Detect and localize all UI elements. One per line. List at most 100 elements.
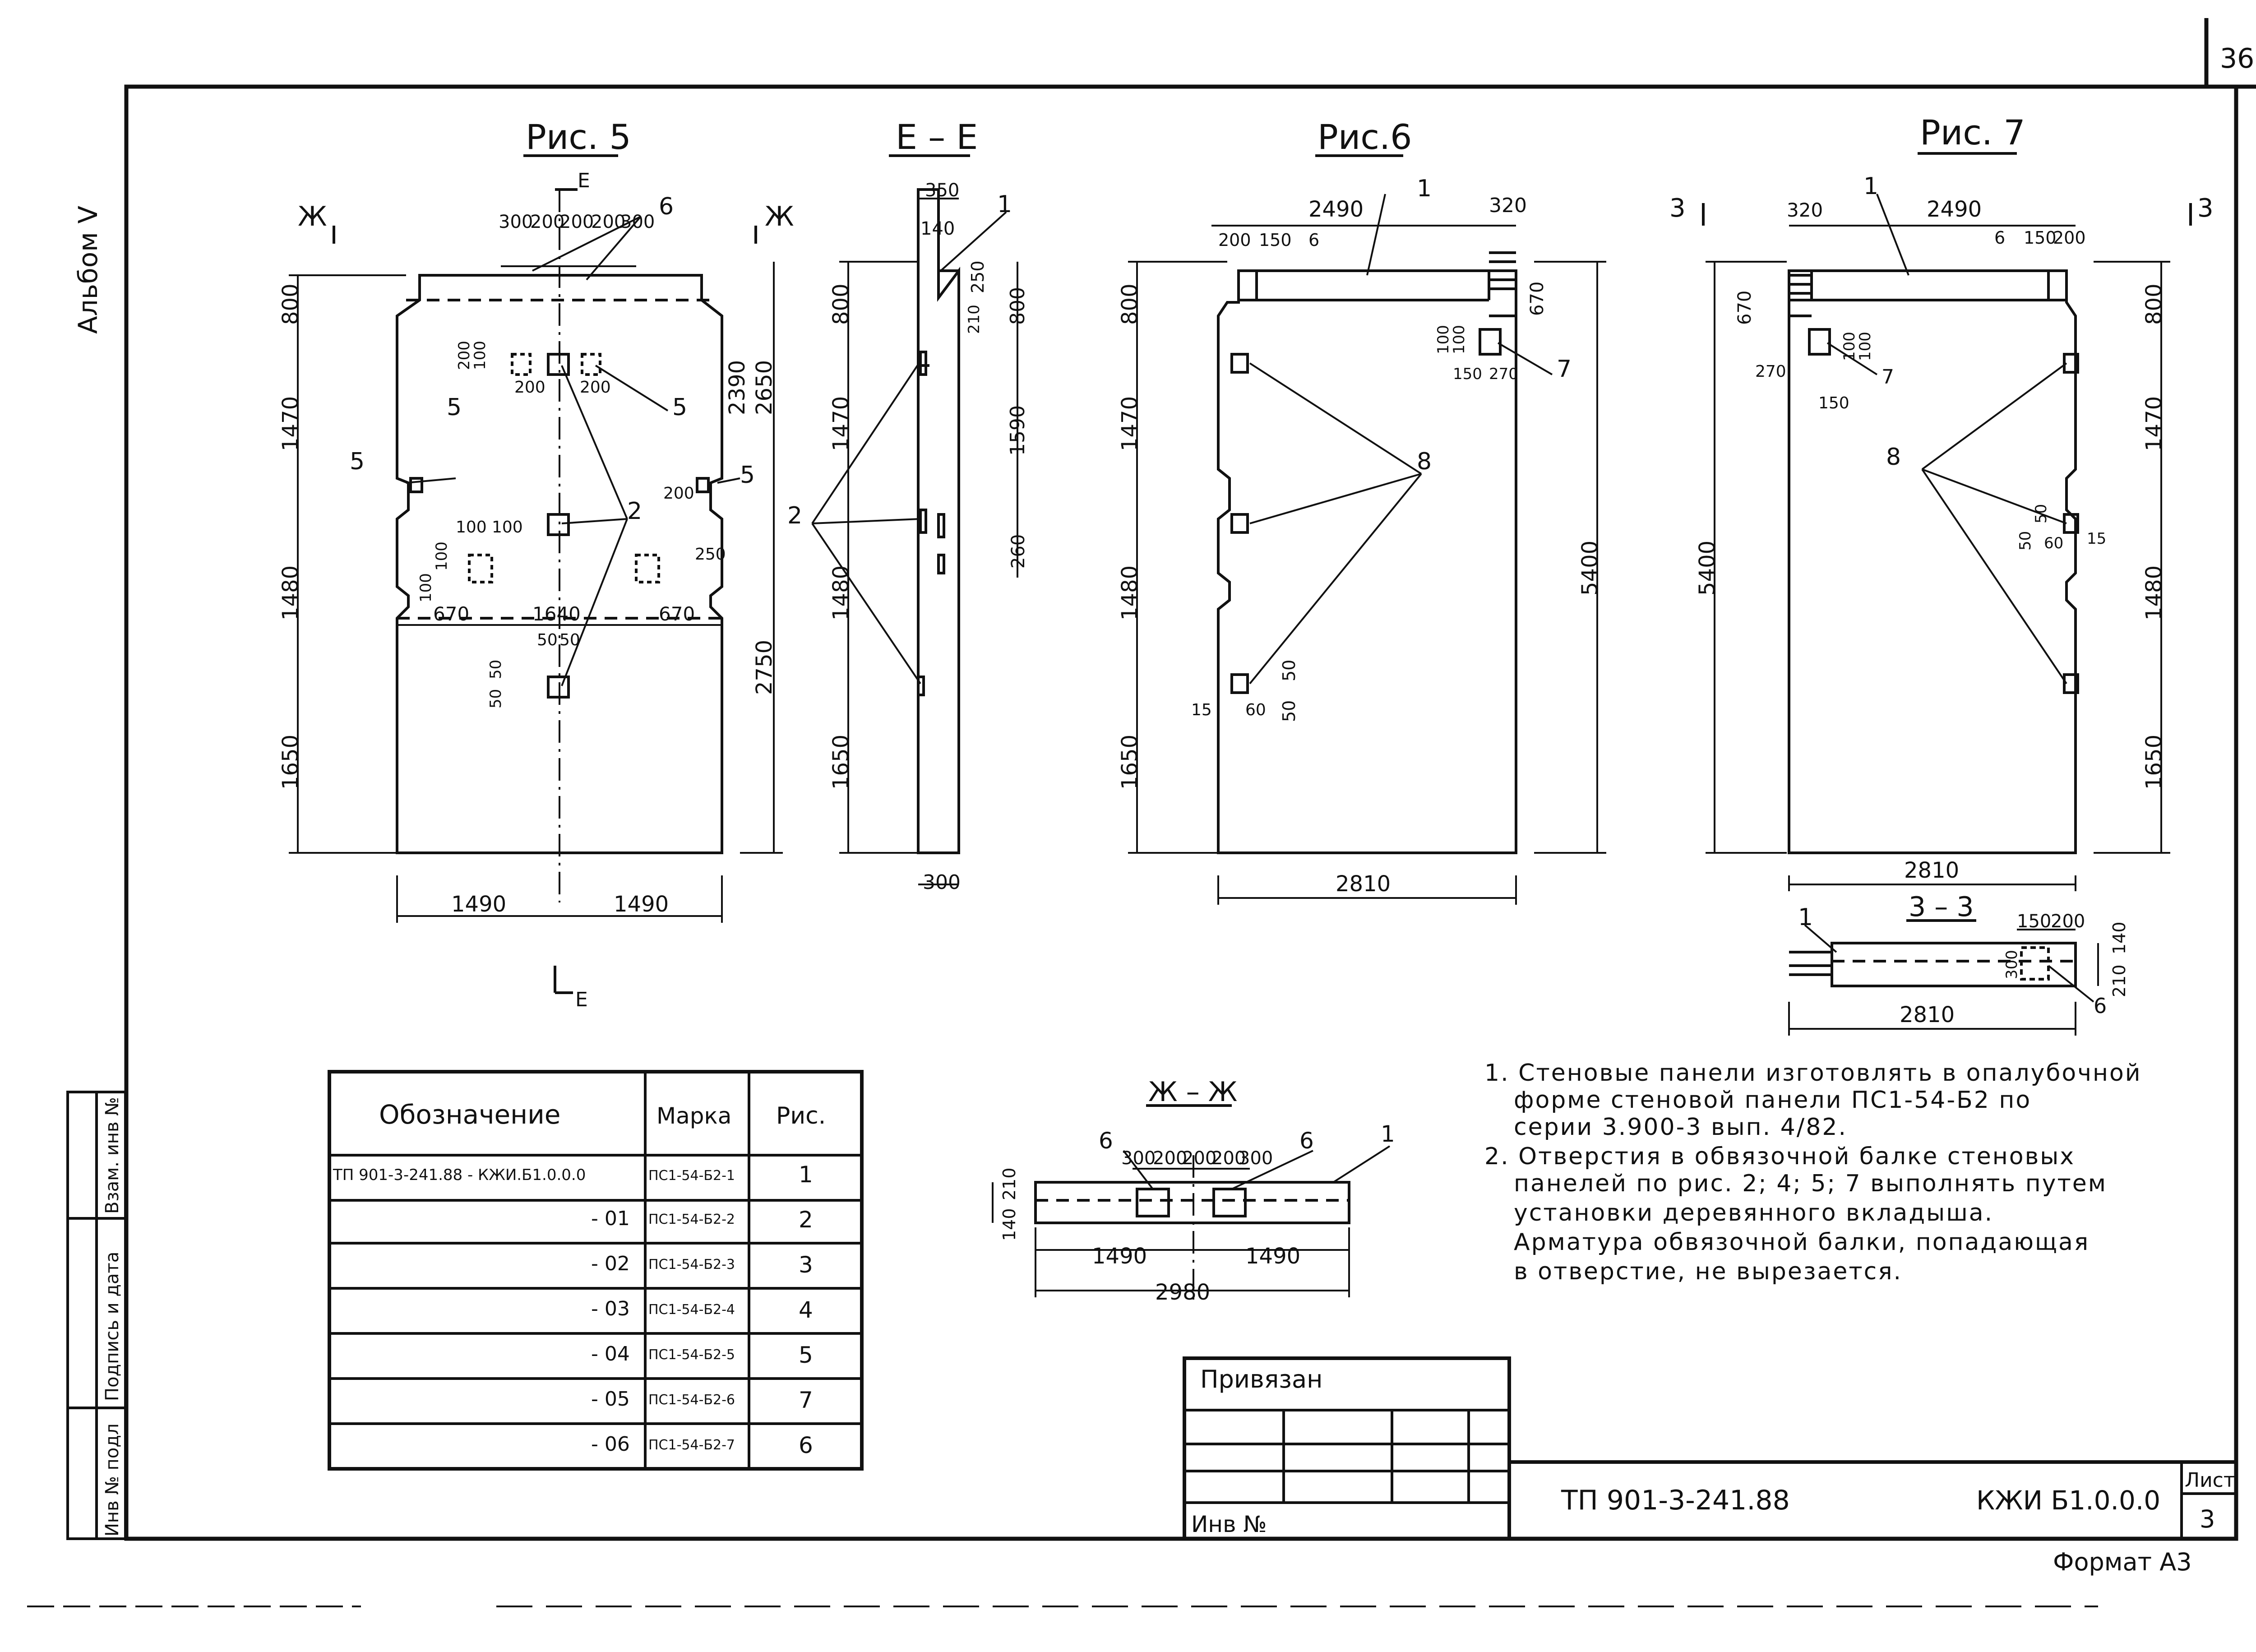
zhzh-dim-top-2: 200 — [1182, 1148, 1216, 1169]
fig7-view: Рис. 7 — [1702, 112, 2192, 891]
fig7-callout-8: 8 — [1886, 444, 1901, 471]
z3-dim-right-0: 140 — [2109, 921, 2129, 954]
fig5-section-e-bottom: Е — [575, 988, 588, 1011]
fig7-dim-right-1: 1470 — [2141, 396, 2167, 451]
ee-dim-left-2: 1480 — [828, 565, 854, 620]
fig5-small-5: 200 — [580, 378, 611, 397]
z3-dim-left-0: 300 — [2003, 950, 2021, 979]
fig6-small-1: 100 — [1450, 325, 1468, 354]
zhzh-dim-bottom-2: 2980 — [1155, 1280, 1210, 1305]
fig7-dim-left-1: 5400 — [1695, 541, 1720, 596]
fig5-callout-5a: 5 — [447, 394, 462, 421]
table-row-3-fig: 4 — [799, 1297, 813, 1323]
fig5-section-zh-right: Ж — [765, 201, 794, 232]
ee-callout-2: 2 — [787, 502, 802, 529]
fig6-small-2: 150 — [1453, 365, 1482, 383]
side-stamp-vzam: Взам. инв № — [102, 1097, 123, 1214]
table-row-1-designation: - 01 — [591, 1207, 630, 1230]
fig7-title: Рис. 7 — [1920, 112, 2025, 153]
note-line-5: установки деревянного вкладыша. — [1514, 1199, 1993, 1226]
zhzh-dim-top-1: 200 — [1153, 1148, 1187, 1169]
fig5-dim-bottom-1: 1490 — [614, 892, 669, 917]
zhzh-dim-top-0: 300 — [1121, 1148, 1156, 1169]
note-line-1: форме стеновой панели ПС1-54-Б2 по — [1514, 1087, 2031, 1114]
fig7-callout-6: 6 — [1994, 228, 2005, 248]
fig6-callout-1: 1 — [1417, 175, 1432, 202]
z3-title: 3 – 3 — [1909, 891, 1974, 923]
fig7-small-0: 270 — [1755, 362, 1786, 381]
z3-callout-1: 1 — [1798, 904, 1813, 931]
fig5-section-zh-left: Ж — [298, 201, 327, 232]
note-line-4: панелей по рис. 2; 4; 5; 7 выполнять пут… — [1514, 1170, 2107, 1197]
ee-dim-right-2: 210 — [965, 305, 983, 334]
table-row-4-designation: - 04 — [591, 1342, 630, 1365]
sheet-frame — [27, 18, 2256, 1607]
fig7-dim-right-2: 1480 — [2141, 565, 2167, 620]
table-row-0-mark: ПС1-54-Б2-1 — [648, 1168, 735, 1184]
fig7-small-6: 60 — [2044, 534, 2063, 552]
note-line-2: серии 3.900-3 вып. 4/82. — [1514, 1114, 1847, 1141]
fig5-small-10: 100 — [417, 573, 435, 602]
fig6-title: Рис.6 — [1318, 117, 1412, 157]
note-line-7: в отверстие, не вырезается. — [1514, 1258, 1902, 1285]
table-row-1-fig: 2 — [799, 1207, 813, 1233]
table-row-3-designation: - 03 — [591, 1297, 630, 1320]
table-row-2-designation: - 02 — [591, 1252, 630, 1275]
table-row-6-designation: - 06 — [591, 1433, 630, 1456]
fig5-dim-mid-2: 670 — [659, 603, 695, 625]
z3-dim-top-0: 150 — [2017, 911, 2051, 932]
fig6-small-6: 60 — [1245, 701, 1266, 719]
fig5-dim-top-1: 200 — [530, 212, 564, 232]
fig5-callout-5b: 5 — [672, 394, 687, 421]
ee-view: Е – Е — [811, 117, 1018, 885]
ee-dim-top-1: 140 — [920, 218, 955, 239]
zhzh-callout-6a: 6 — [1099, 1128, 1113, 1154]
fig7-dim-top-2: 150 — [2024, 228, 2057, 248]
ee-title: Е – Е — [896, 117, 978, 157]
fig5-dim-top-2: 200 — [559, 212, 594, 232]
fig5-small-4: 200 — [514, 378, 546, 397]
fig5-dim-top-4b: 300 — [620, 212, 655, 232]
fig6-small-7: 50 — [1279, 700, 1299, 722]
title-block — [1183, 1356, 2236, 1541]
fig5-dim-top-0: 300 — [499, 212, 533, 232]
ee-callout-1: 1 — [997, 191, 1012, 218]
table-header-designation: Обозначение — [379, 1099, 560, 1130]
ee-dim-top-0: 350 — [925, 180, 959, 201]
ee-dim-left-1: 1470 — [828, 396, 854, 451]
ee-dim-bottom-0: 300 — [923, 871, 961, 894]
fig7-callout-1: 1 — [1863, 173, 1878, 200]
fig5-title: Рис. 5 — [526, 117, 631, 157]
fig5-callout-5d: 5 — [740, 462, 755, 489]
ee-dim-left-3: 1650 — [828, 735, 854, 790]
fig6-panel-outline — [1217, 269, 1517, 854]
fig6-dim-top-0: 2490 — [1308, 197, 1364, 222]
fig7-dim-top-0: 320 — [1787, 199, 1823, 221]
fig6-dim-bottom-0: 2810 — [1336, 871, 1391, 897]
fig7-callout-7: 7 — [1882, 366, 1894, 389]
fig7-dim-left-0: 670 — [1734, 291, 1755, 325]
zhzh-callout-1: 1 — [1381, 1121, 1395, 1147]
fig5-dim-mid-1: 670 — [433, 603, 469, 625]
z3-dim-top-1: 200 — [2051, 911, 2085, 932]
fig5-dim-right-2: 2750 — [752, 640, 777, 695]
fig5-dim-left-3: 1650 — [278, 735, 303, 790]
fig5-dim-right-1: 2650 — [752, 360, 777, 415]
zhzh-dim-left-1: 140 — [999, 1208, 1019, 1241]
fig6-dim-top-3: 150 — [1259, 230, 1292, 250]
marks-table — [328, 1070, 864, 1471]
zhzh-callout-6b: 6 — [1299, 1128, 1314, 1154]
fig5-small-12: 200 — [663, 484, 694, 503]
z3-dim-bottom-0: 2810 — [1900, 1002, 1955, 1027]
fig7-small-7: 15 — [2087, 530, 2106, 548]
zhzh-dim-top-3: 200 — [1211, 1148, 1246, 1169]
ee-dim-right-0: 250 — [968, 260, 988, 293]
fig5-small-14: 250 — [695, 545, 726, 564]
fig6-dim-right-1: 5400 — [1577, 541, 1603, 596]
table-header-mark: Марка — [656, 1103, 731, 1129]
fig5-small-9: 50 — [487, 660, 505, 679]
zhzh-dim-top-4: 300 — [1239, 1148, 1273, 1169]
fig5-small-1: 100 — [492, 518, 523, 537]
fig5-small-2: 100 — [471, 341, 489, 370]
